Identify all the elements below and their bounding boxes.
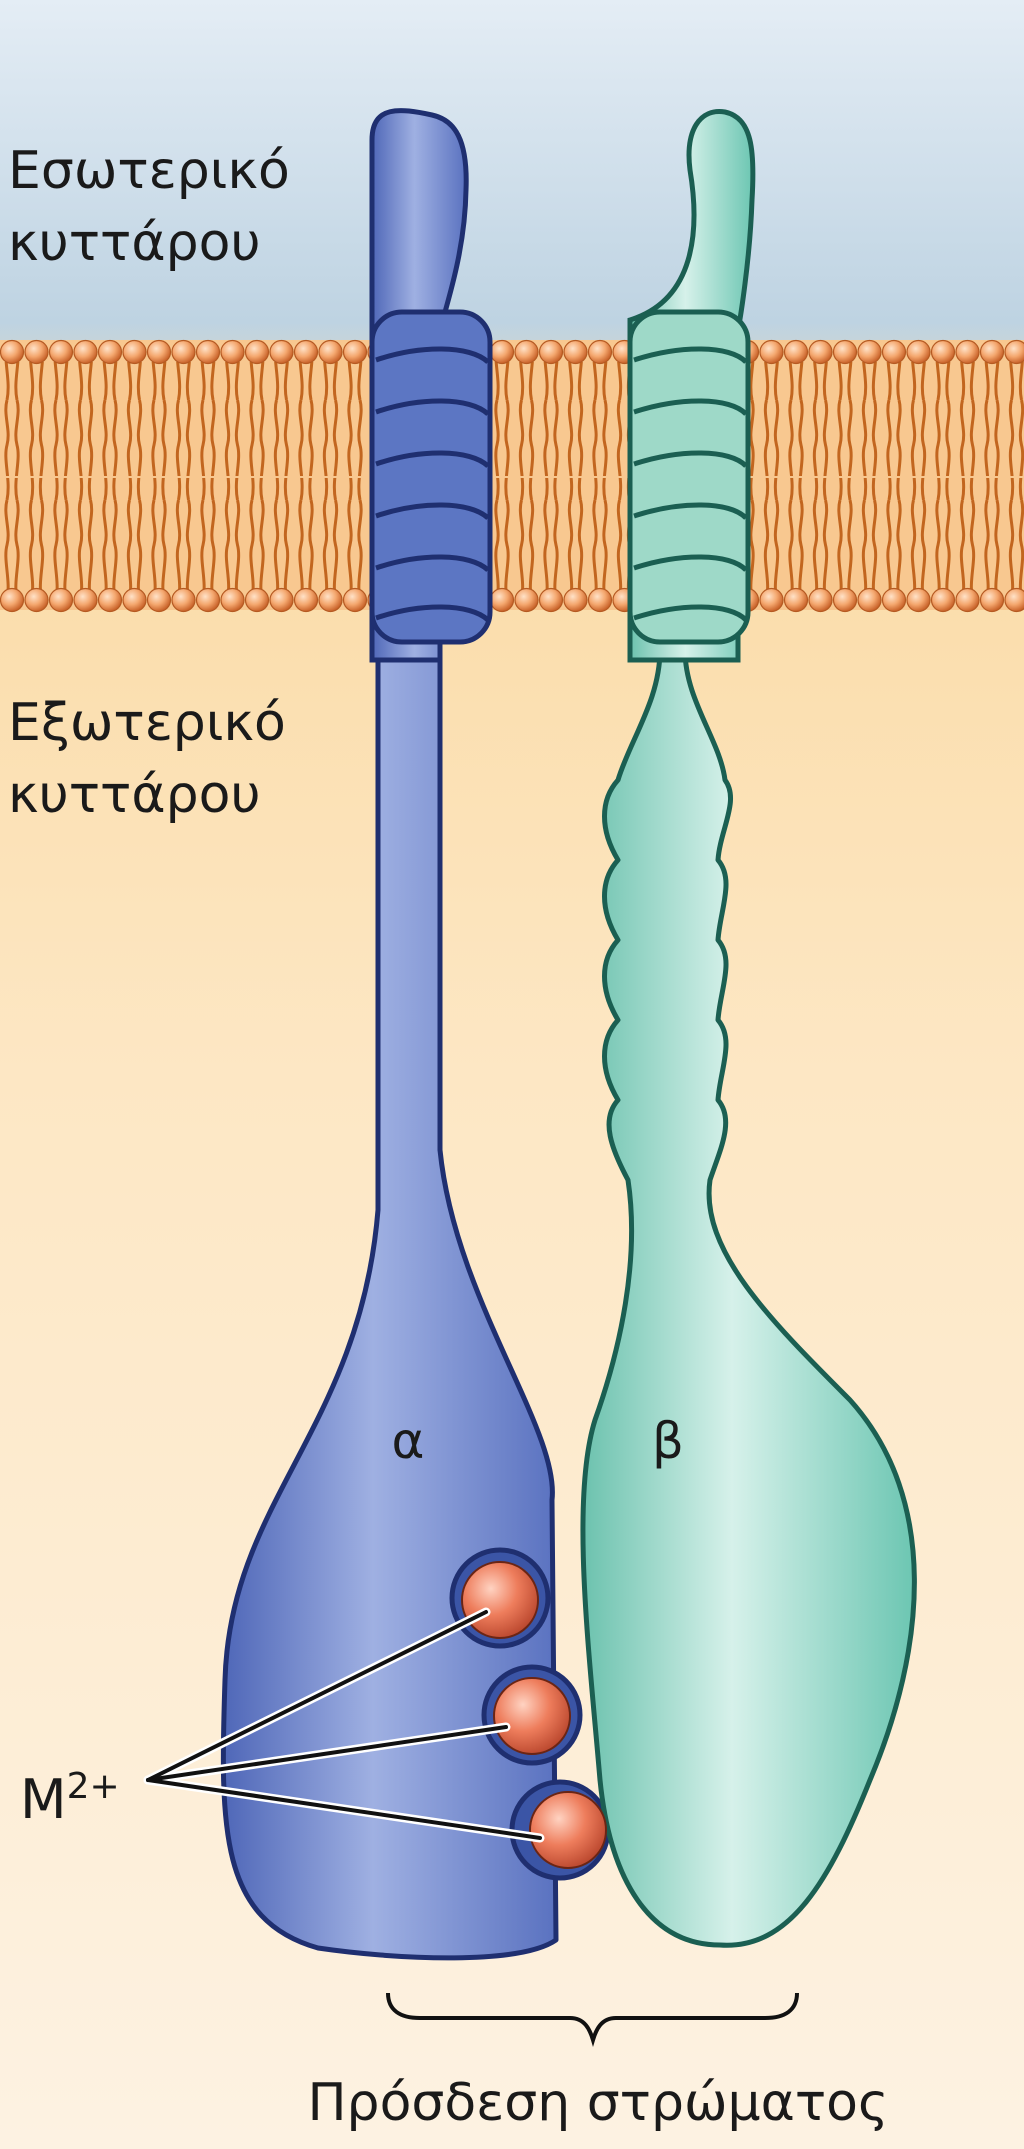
lipid-head	[342, 587, 368, 613]
lipid-head	[97, 339, 123, 365]
lipid-head	[48, 339, 74, 365]
metal-ion-3	[529, 1791, 607, 1869]
lipid-head	[587, 339, 613, 365]
lipid-head	[146, 339, 172, 365]
substrate-binding-label: Πρόσδεση στρώματος	[307, 2073, 888, 2133]
lipid-head	[97, 587, 123, 613]
lipid-bilayer	[0, 339, 1024, 613]
lipid-head	[832, 587, 858, 613]
substrate-binding-brace	[386, 1992, 799, 2047]
metal-ion-label: M2+	[20, 1766, 120, 1831]
lipid-head	[906, 587, 931, 613]
lipid-head	[514, 587, 539, 613]
lipid-head	[857, 587, 882, 613]
lipid-head	[906, 339, 931, 365]
lipid-head	[979, 587, 1005, 613]
extracellular-label: Εξωτερικό κυττάρου	[8, 693, 302, 825]
lipid-head	[955, 339, 980, 365]
lipid-head	[171, 587, 196, 613]
lipid-head	[759, 587, 784, 613]
lipid-head	[759, 339, 784, 365]
beta-subunit	[580, 109, 917, 1948]
lipid-head	[808, 339, 833, 365]
lipid-head	[514, 339, 539, 365]
lipid-head	[538, 587, 564, 613]
intracellular-label: Εσωτερικό κυττάρου	[8, 141, 306, 273]
lipid-head	[857, 339, 882, 365]
lipid-head	[881, 339, 907, 365]
lipid-head	[930, 587, 956, 613]
lipid-head	[587, 587, 613, 613]
lipid-head	[318, 339, 343, 365]
lipid-head	[269, 339, 294, 365]
lipid-head	[783, 587, 809, 613]
lipid-head	[220, 339, 245, 365]
lipid-head	[979, 339, 1005, 365]
lipid-head	[293, 339, 319, 365]
beta-subunit-label: β	[652, 1412, 684, 1470]
lipid-head	[146, 587, 172, 613]
lipid-head	[48, 587, 74, 613]
lipid-head	[24, 587, 49, 613]
lipid-head	[171, 339, 196, 365]
lipid-head	[930, 339, 956, 365]
lipid-head	[244, 339, 270, 365]
lipid-head	[538, 339, 564, 365]
ion-pointer-lines	[143, 1607, 545, 1843]
lipid-head	[955, 587, 980, 613]
lipid-head	[122, 339, 147, 365]
lipid-head	[489, 339, 515, 365]
lipid-head	[195, 587, 221, 613]
lipid-head	[881, 587, 907, 613]
lipid-head	[0, 339, 25, 365]
lipid-head	[24, 339, 49, 365]
lipid-head	[832, 339, 858, 365]
lipid-head	[0, 587, 25, 613]
metal-ion-2	[493, 1677, 571, 1755]
lipid-head	[1004, 587, 1024, 613]
lipid-head	[783, 339, 809, 365]
alpha-subunit-label: α	[392, 1412, 425, 1470]
lipid-head	[269, 587, 294, 613]
lipid-head	[73, 339, 98, 365]
lipid-head	[293, 587, 319, 613]
lipid-head	[220, 587, 245, 613]
lipid-head	[489, 587, 515, 613]
lipid-head	[195, 339, 221, 365]
lipid-head	[244, 587, 270, 613]
lipid-head	[342, 339, 368, 365]
lipid-head	[1004, 339, 1024, 365]
lipid-head	[318, 587, 343, 613]
metal-ion-1	[461, 1561, 539, 1639]
lipid-head	[122, 587, 147, 613]
lipid-head	[808, 587, 833, 613]
lipid-head	[563, 587, 588, 613]
lipid-head	[563, 339, 588, 365]
lipid-head	[73, 587, 98, 613]
